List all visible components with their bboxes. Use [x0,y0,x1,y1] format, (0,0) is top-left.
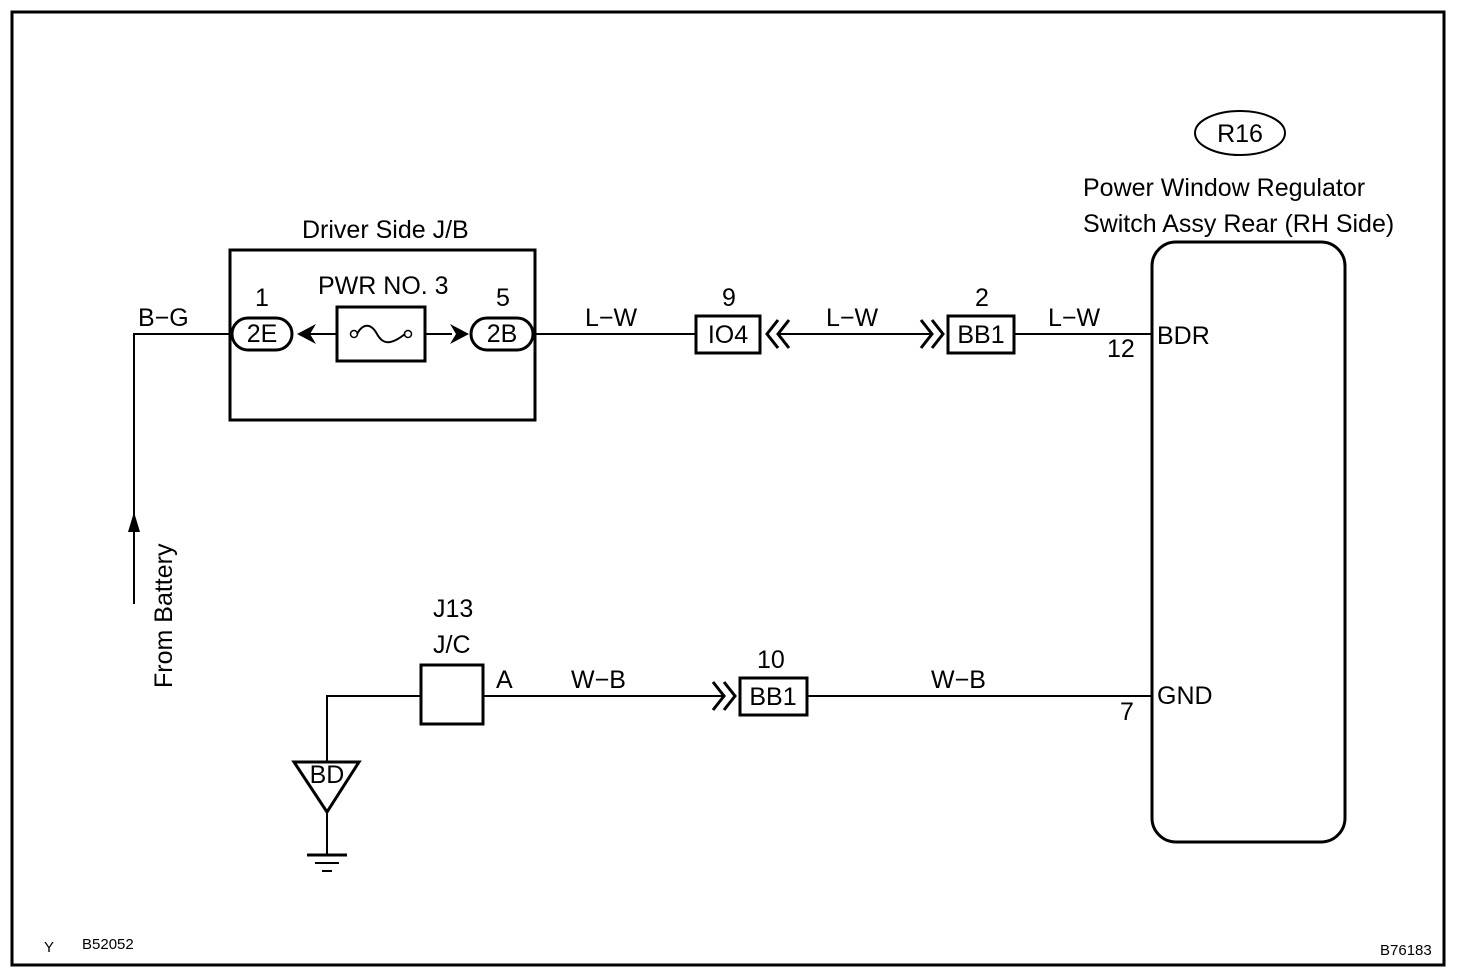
component-code: R16 [1217,120,1263,148]
jc-pin: A [496,666,513,694]
connector-2e-label: 2E [247,320,278,348]
wire-color-lw-2: L−W [826,304,879,332]
component-name-line2: Switch Assy Rear (RH Side) [1083,210,1394,238]
connector-io4-label: IO4 [708,321,748,349]
connector-bb1-top-label: BB1 [957,321,1004,349]
pin-gnd-label: GND [1157,682,1213,710]
terminal-2b-icon [450,324,469,344]
wire-color-lw-3: L−W [1048,304,1101,332]
terminal-2e-icon [297,324,316,344]
pin-bdr-number: 12 [1107,335,1135,363]
jc-code: J13 [433,595,473,623]
connector-bb1-bottom-label: BB1 [749,683,796,711]
ground-symbol-icon [307,812,347,872]
jb-title: Driver Side J/B [302,216,469,244]
ground-point-triangle [291,760,362,815]
jc-type: J/C [433,631,471,659]
switch-body [1150,240,1347,844]
io4-pin: 9 [722,284,736,312]
battery-label: From Battery [150,543,178,688]
wire-color-wb-1: W−B [571,666,626,694]
diagram-frame [10,10,1446,967]
wire-color-lw-1: L−W [585,304,638,332]
connector-2b-label: 2B [487,320,518,348]
fuse-icon [349,324,413,344]
connector-io4 [694,314,762,355]
footer-right-code: B76183 [1380,942,1432,959]
bb1-bottom-terminal-icon [711,681,737,711]
bb1-bottom-pin: 10 [757,646,785,674]
pin-gnd-number: 7 [1120,698,1134,726]
jb-right-pin: 5 [496,284,510,312]
fuse-label: PWR NO. 3 [318,272,449,300]
bb1-top-pin: 2 [975,284,989,312]
junction-connector-j13 [419,663,485,726]
bb1-top-terminal-icon [919,319,945,349]
ground-point-label: BD [310,761,345,789]
component-code-oval [1194,110,1286,156]
component-name-line1: Power Window Regulator [1083,174,1365,202]
wire-color-bg: B−G [138,304,189,332]
jb-left-pin: 1 [255,284,269,312]
footer-marker: Y [44,939,54,956]
battery-arrow-icon [128,512,140,532]
wire-color-wb-2: W−B [931,666,986,694]
pin-bdr-label: BDR [1157,322,1210,350]
footer-left-code: B52052 [82,936,134,953]
